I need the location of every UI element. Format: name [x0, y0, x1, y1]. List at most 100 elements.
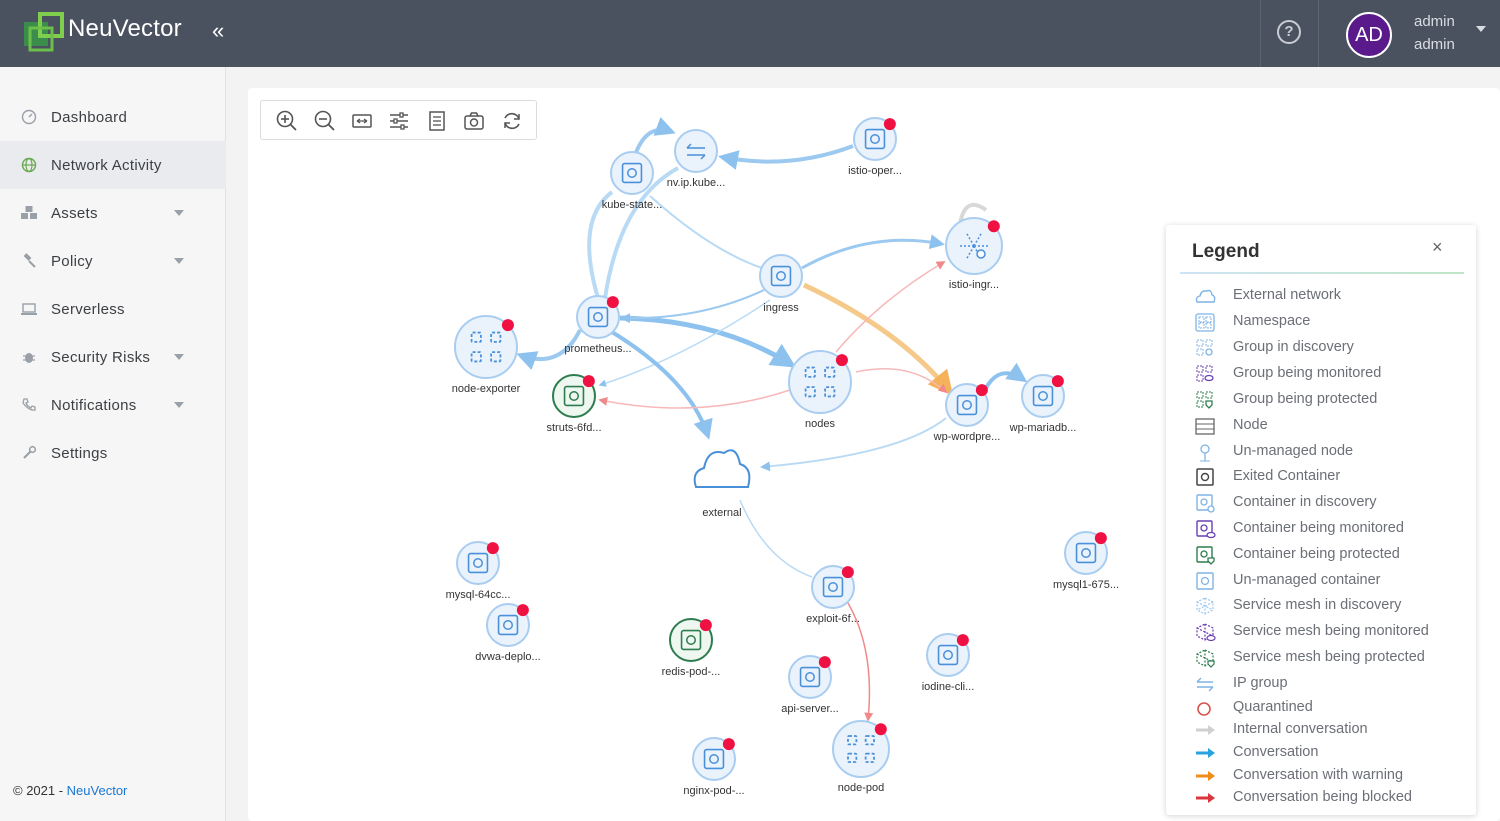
- arrow-orange-icon: [1196, 771, 1215, 781]
- edge-conversation[interactable]: [718, 144, 854, 170]
- alert-badge: [883, 118, 896, 131]
- user-menu-chevron-icon[interactable]: [1476, 26, 1486, 32]
- graph-node-nodepod[interactable]: node-pod: [832, 720, 890, 794]
- sidebar-item-security-risks[interactable]: Security Risks: [0, 333, 226, 381]
- sidebar-item-assets[interactable]: Assets: [0, 189, 226, 237]
- user-name[interactable]: admin: [1414, 13, 1455, 30]
- legend-item: Container being protected: [1194, 544, 1464, 566]
- screenshot-icon[interactable]: [462, 109, 486, 133]
- group-icon: [804, 366, 816, 378]
- graph-node-nodeexp[interactable]: node-exporter: [452, 315, 521, 395]
- legend-item-label: Container being protected: [1233, 546, 1400, 562]
- sidebar-item-serverless[interactable]: Serverless: [0, 285, 226, 333]
- node-circle: [832, 720, 890, 778]
- sidebar: Dashboard Network Activity Assets Policy…: [0, 67, 226, 821]
- graph-node-prom[interactable]: prometheus...: [564, 295, 632, 355]
- graph-node-wp[interactable]: wp-wordpre...: [933, 383, 1001, 443]
- edge-internal[interactable]: [958, 202, 988, 225]
- edge-conversation[interactable]: [982, 362, 1028, 393]
- sidebar-item-label: Security Risks: [51, 348, 151, 366]
- graph-node-nginx[interactable]: nginx-pod-...: [683, 737, 745, 797]
- namespace-icon: [1195, 313, 1215, 332]
- node-label: mysql-64cc...: [446, 589, 511, 601]
- quarantined-icon: [1197, 702, 1211, 716]
- filter-settings-icon[interactable]: [387, 109, 411, 133]
- user-role[interactable]: admin: [1414, 36, 1455, 53]
- graph-toolbar: [260, 100, 537, 140]
- graph-node-istioingr[interactable]: istio-ingr...: [945, 217, 1003, 291]
- node-label: node-pod: [838, 782, 885, 794]
- graph-node-iodine[interactable]: iodine-cli...: [922, 633, 975, 693]
- graph-node-nodes[interactable]: nodes: [788, 350, 852, 430]
- edge-conversation[interactable]: [760, 417, 947, 472]
- graph-node-api[interactable]: api-server...: [781, 655, 839, 715]
- legend-item: Group being protected: [1194, 389, 1464, 411]
- sidebar-item-dashboard[interactable]: Dashboard: [0, 93, 226, 141]
- graph-node-struts[interactable]: struts-6fd...: [546, 374, 602, 434]
- edge-conversation[interactable]: [598, 299, 771, 387]
- sidebar-item-label: Serverless: [51, 300, 125, 318]
- help-icon[interactable]: ?: [1277, 20, 1301, 44]
- edge-conversation[interactable]: [587, 190, 614, 299]
- edge-conversation[interactable]: [620, 289, 765, 324]
- graph-node-dvwa[interactable]: dvwa-deplo...: [475, 603, 541, 663]
- collapse-sidebar-icon[interactable]: «: [212, 18, 225, 43]
- edge-blocked[interactable]: [598, 389, 791, 409]
- edge-blocked[interactable]: [835, 261, 946, 353]
- graph-node-istioop[interactable]: istio-oper...: [848, 117, 902, 177]
- edge-conversation[interactable]: [801, 234, 945, 270]
- graph-node-redis[interactable]: redis-pod-...: [662, 618, 721, 678]
- close-icon[interactable]: ×: [1432, 237, 1443, 257]
- cloud-icon: [693, 449, 751, 488]
- report-icon[interactable]: [425, 109, 449, 133]
- edge-conversation[interactable]: [603, 166, 679, 299]
- legend-item: Internal conversation: [1194, 719, 1464, 741]
- phone-icon: [20, 396, 38, 414]
- edge-conversation[interactable]: [610, 330, 713, 440]
- sidebar-item-settings[interactable]: Settings: [0, 429, 226, 477]
- wrench-icon: [20, 444, 38, 462]
- sidebar-item-notifications[interactable]: Notifications: [0, 381, 226, 429]
- edge-conversation[interactable]: [619, 315, 797, 368]
- sidebar-item-policy[interactable]: Policy: [0, 237, 226, 285]
- node-label: nginx-pod-...: [683, 785, 744, 797]
- legend-title: Legend: [1192, 241, 1260, 262]
- legend-item-label: Internal conversation: [1233, 721, 1368, 737]
- cloud-icon: [1195, 289, 1216, 303]
- graph-node-mysql1[interactable]: mysql1-675...: [1053, 531, 1119, 591]
- zoom-in-icon[interactable]: [275, 109, 299, 133]
- top-bar: NeuVector « ? AD admin admin: [0, 0, 1500, 67]
- legend-item: Service mesh in discovery: [1194, 595, 1464, 617]
- node-circle: [669, 618, 713, 662]
- edge-blocked[interactable]: [847, 602, 874, 722]
- graph-node-mariadb[interactable]: wp-mariadb...: [1009, 374, 1077, 434]
- node-circle: [945, 383, 989, 427]
- legend-item-label: External network: [1233, 287, 1341, 303]
- edge-conversation[interactable]: [516, 329, 582, 370]
- fit-view-icon[interactable]: [350, 109, 374, 133]
- graph-node-exploit[interactable]: exploit-6f...: [806, 565, 860, 625]
- edge-warning[interactable]: [802, 282, 954, 396]
- zoom-out-icon[interactable]: [313, 109, 337, 133]
- node-label: struts-6fd...: [546, 422, 601, 434]
- legend-item: Container in discovery: [1194, 492, 1464, 514]
- edge-conversation[interactable]: [739, 499, 813, 578]
- graph-node-mysql[interactable]: mysql-64cc...: [446, 541, 511, 601]
- footer-link[interactable]: NeuVector: [66, 783, 128, 798]
- avatar[interactable]: AD: [1346, 12, 1392, 58]
- edge-conversation[interactable]: [649, 195, 763, 269]
- legend-item-label: Group being protected: [1233, 391, 1378, 407]
- graph-node-nv[interactable]: nv.ip.kube...: [667, 129, 726, 189]
- legend-item: Container being monitored: [1194, 518, 1464, 540]
- alert-badge: [987, 220, 1000, 233]
- legend-item-label: Container being monitored: [1233, 520, 1404, 536]
- edge-blocked[interactable]: [855, 368, 948, 394]
- node-circle: [788, 655, 832, 699]
- sidebar-item-label: Assets: [51, 204, 98, 222]
- sidebar-item-network-activity[interactable]: Network Activity: [0, 141, 226, 189]
- refresh-icon[interactable]: [500, 109, 524, 133]
- graph-node-kube[interactable]: kube-state...: [602, 151, 663, 211]
- graph-node-external[interactable]: external: [693, 449, 751, 519]
- graph-node-ingress[interactable]: ingress: [759, 254, 803, 314]
